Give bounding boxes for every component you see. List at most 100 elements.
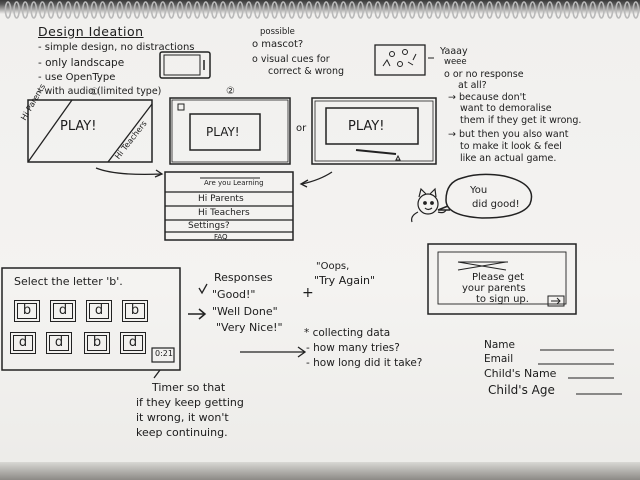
spiral-ring [229, 2, 234, 18]
spiral-ring [177, 2, 182, 18]
form-childs-name-label: Child's Name [484, 368, 556, 379]
menu-item-faq: FAQ [214, 234, 228, 241]
spiral-ring [169, 2, 174, 18]
mascot-question: o mascot? [252, 40, 303, 50]
spiral-ring [100, 2, 105, 18]
spiral-ring [5, 2, 10, 18]
spiral-ring [14, 2, 19, 18]
spiral-ring [427, 2, 432, 18]
letter-tile[interactable]: d [50, 300, 76, 322]
spiral-ring [461, 2, 466, 18]
timer-note-line2: if they keep getting [136, 397, 244, 408]
spiral-ring [203, 2, 208, 18]
screen3-play: PLAY! [348, 120, 384, 133]
signup-line1: Please get [472, 273, 524, 283]
letter-tile[interactable]: d [46, 332, 72, 354]
speech-bubble [438, 174, 532, 218]
letter-tile[interactable]: b [14, 300, 40, 322]
spiral-ring [513, 2, 518, 18]
spiral-ring [590, 2, 595, 18]
or-no-response: o or no response [444, 70, 524, 80]
spiral-ring [160, 2, 165, 18]
screen2-number: ② [226, 87, 235, 97]
spiral-ring [530, 2, 535, 18]
spiral-ring [298, 2, 303, 18]
menu-item-settings: Settings? [188, 222, 230, 231]
visual-cues-box [375, 45, 425, 75]
spiral-ring [40, 2, 45, 18]
speech-line1: You [470, 186, 487, 196]
mascot-possible: possible [260, 28, 295, 37]
spiral-ring [272, 2, 277, 18]
cat-mascot-sketch [412, 189, 446, 222]
timer-note-line4: keep continuing. [136, 427, 228, 438]
screen2-play: PLAY! [206, 126, 240, 138]
response-oops: "Oops, [316, 262, 349, 272]
design-note-4: - with audio (limited type) [38, 87, 161, 97]
response-plus: + [302, 286, 314, 300]
spiral-ring [444, 2, 449, 18]
spiral-ring [23, 2, 28, 18]
spiral-ring [625, 2, 630, 18]
spiral-ring [48, 2, 53, 18]
page-bottom-edge [0, 462, 640, 480]
speech-line2: did good! [472, 200, 520, 210]
spiral-ring [74, 2, 79, 18]
letter-tile[interactable]: d [120, 332, 146, 354]
page-title: Design Ideation [38, 26, 144, 39]
letter-tile[interactable]: b [122, 300, 148, 322]
spiral-ring [616, 2, 621, 18]
spiral-ring [195, 2, 200, 18]
spiral-ring [332, 2, 337, 18]
spiral-ring [496, 2, 501, 18]
letter-tile[interactable]: b [84, 332, 110, 354]
spiral-ring [539, 2, 544, 18]
collecting-line3: - how long did it take? [306, 358, 422, 369]
then-line3: like an actual game. [460, 154, 556, 164]
spiral-ring [255, 2, 260, 18]
signup-line3: to sign up. [476, 295, 529, 305]
spiral-ring [599, 2, 604, 18]
spiral-ring [367, 2, 372, 18]
signup-line2: your parents [462, 284, 526, 294]
spiral-ring [504, 2, 509, 18]
spiral-ring [31, 2, 36, 18]
spiral-ring [564, 2, 569, 18]
spiral-ring [212, 2, 217, 18]
form-email-label: Email [484, 354, 513, 365]
spiral-ring [453, 2, 458, 18]
spiral-ring [306, 2, 311, 18]
spiral-ring [83, 2, 88, 18]
spiral-ring [57, 2, 62, 18]
letter-tile[interactable]: d [86, 300, 112, 322]
because-line3: them if they get it wrong. [460, 116, 581, 126]
menu-item-teachers: Hi Teachers [198, 209, 250, 218]
menu-header: Are you Learning [204, 180, 264, 187]
spiral-ring [134, 2, 139, 18]
spiral-ring [470, 2, 475, 18]
spiral-ring [582, 2, 587, 18]
then-line2: to make it look & feel [460, 142, 562, 152]
screen1-play: PLAY! [60, 120, 96, 133]
spiral-ring [126, 2, 131, 18]
spiral-ring [349, 2, 354, 18]
spiral-ring [66, 2, 71, 18]
spiral-ring [410, 2, 415, 18]
spiral-ring [547, 2, 552, 18]
letter-tile[interactable]: d [10, 332, 36, 354]
yaaay-note: Yaaay [440, 47, 468, 57]
response-well-done: "Well Done" [212, 306, 278, 317]
spiral-ring [392, 2, 397, 18]
visual-cues-line1: o visual cues for [252, 55, 330, 65]
collecting-line2: - how many tries? [306, 343, 400, 354]
spiral-ring [487, 2, 492, 18]
spiral-ring [556, 2, 561, 18]
screen1-hi-teachers: Hi Teachers [114, 120, 149, 161]
response-good: "Good!" [212, 289, 256, 300]
spiral-ring [401, 2, 406, 18]
spiral-ring [152, 2, 157, 18]
spiral-ring [143, 2, 148, 18]
design-note-3: - use OpenType [38, 73, 115, 83]
spiral-ring [478, 2, 483, 18]
